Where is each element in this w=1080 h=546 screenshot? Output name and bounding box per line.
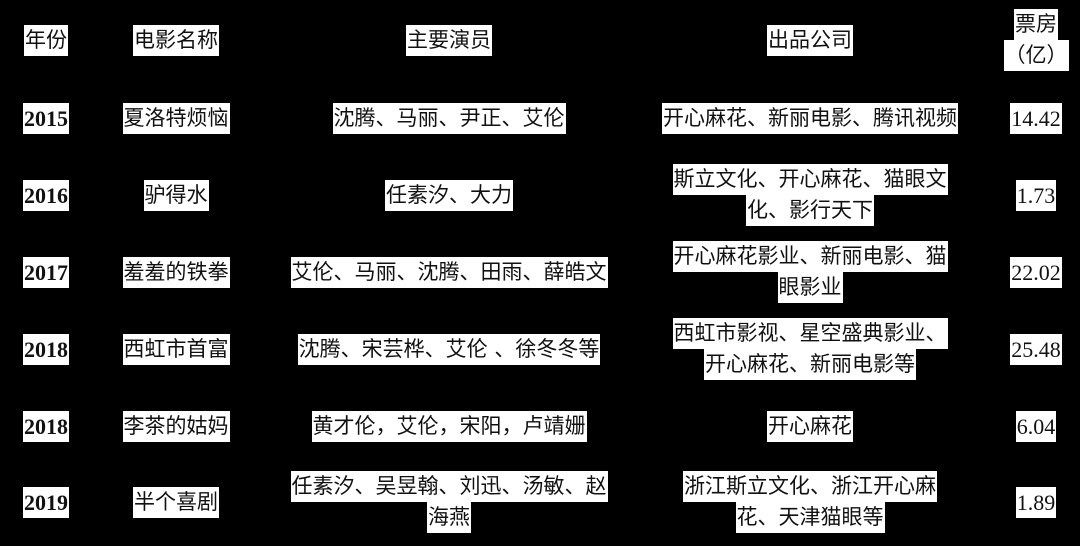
title-cell: 驴得水 (100, 164, 252, 226)
company: 开心麻花影业、新丽电影、猫 眼影业 (672, 241, 948, 303)
company-line: 眼影业 (777, 272, 843, 303)
year: 2018 (23, 333, 69, 365)
year: 2018 (23, 410, 69, 442)
header-row: 年份 电影名称 主要演员 出品公司 票房 （亿） (0, 4, 1080, 76)
actors-line: 任素汐、大力 (385, 179, 513, 211)
header-box-office-line2: （亿） (1003, 40, 1069, 71)
actors: 沈腾、马丽、尹正、艾伦 (332, 102, 566, 134)
company-line: 开心麻花 (767, 410, 853, 442)
header-box-office-cell: 票房 （亿） (992, 4, 1080, 76)
company-cell: 斯立文化、开心麻花、猫眼文 化、影行天下 (630, 164, 990, 226)
title-cell: 夏洛特烦恼 (100, 92, 252, 144)
company-line: 开心麻花影业、新丽电影、猫 (672, 241, 948, 272)
header-box-office-line1: 票房 (1014, 9, 1058, 40)
header-year-cell: 年份 (0, 4, 92, 76)
box-office-cell: 1.89 (992, 471, 1080, 533)
year: 2017 (23, 256, 69, 288)
company: 西虹市影视、星空盛典影业、 开心麻花、新丽电影等 (672, 318, 948, 380)
year-cell: 2016 (0, 164, 92, 226)
box-office: 6.04 (1015, 410, 1057, 442)
actors-cell: 任素汐、吴昱翰、刘迅、汤敏、赵 海燕 (262, 471, 636, 533)
year-cell: 2017 (0, 241, 92, 303)
actors: 任素汐、大力 (385, 179, 513, 211)
actors-cell: 艾伦、马丽、沈腾、田雨、薛皓文 (262, 241, 636, 303)
year-cell: 2018 (0, 400, 92, 452)
table-row: 2018 西虹市首富 沈腾、宋芸桦、艾伦 、徐冬冬等 西虹市影视、星空盛典影业、… (0, 318, 1080, 380)
company: 斯立文化、开心麻花、猫眼文 化、影行天下 (672, 164, 948, 226)
table-row: 2017 羞羞的铁拳 艾伦、马丽、沈腾、田雨、薛皓文 开心麻花影业、新丽电影、猫… (0, 241, 1080, 303)
film-title: 西虹市首富 (122, 333, 230, 365)
company-cell: 浙江斯立文化、浙江开心麻 花、天津猫眼等 (630, 471, 990, 533)
year-cell: 2019 (0, 471, 92, 533)
company-line: 化、影行天下 (746, 195, 874, 226)
company-cell: 开心麻花 (630, 400, 990, 452)
actors: 艾伦、马丽、沈腾、田雨、薛皓文 (290, 256, 608, 288)
header-title-cell: 电影名称 (100, 4, 252, 76)
header-actors: 主要演员 (406, 24, 492, 56)
box-office: 25.48 (1010, 333, 1062, 365)
actors-line: 任素汐、吴昱翰、刘迅、汤敏、赵 (290, 471, 608, 502)
company: 开心麻花、新丽电影、腾讯视频 (662, 102, 958, 134)
year: 2015 (23, 102, 69, 134)
table-row: 2015 夏洛特烦恼 沈腾、马丽、尹正、艾伦 开心麻花、新丽电影、腾讯视频 14… (0, 92, 1080, 144)
company-line: 浙江斯立文化、浙江开心麻 (683, 471, 937, 502)
actors-line: 海燕 (427, 502, 471, 533)
year-cell: 2018 (0, 318, 92, 380)
actors: 任素汐、吴昱翰、刘迅、汤敏、赵 海燕 (290, 471, 608, 533)
company-line: 开心麻花、新丽电影、腾讯视频 (662, 102, 958, 134)
actors-cell: 沈腾、宋芸桦、艾伦 、徐冬冬等 (262, 318, 636, 380)
actors-cell: 任素汐、大力 (262, 164, 636, 226)
box-office-cell: 14.42 (992, 92, 1080, 144)
company: 开心麻花 (767, 410, 853, 442)
header-title: 电影名称 (133, 24, 219, 56)
actors: 黄才伦，艾伦，宋阳，卢靖姗 (311, 410, 587, 442)
header-year: 年份 (24, 24, 68, 56)
header-box-office: 票房 （亿） (1003, 9, 1069, 71)
box-office-cell: 22.02 (992, 241, 1080, 303)
actors-cell: 沈腾、马丽、尹正、艾伦 (262, 92, 636, 144)
year: 2016 (23, 179, 69, 211)
actors-line: 沈腾、马丽、尹正、艾伦 (332, 102, 566, 134)
film-title: 李茶的姑妈 (122, 410, 230, 442)
year: 2019 (23, 486, 69, 518)
actors-line: 黄才伦，艾伦，宋阳，卢靖姗 (311, 410, 587, 442)
company-cell: 开心麻花影业、新丽电影、猫 眼影业 (630, 241, 990, 303)
title-cell: 西虹市首富 (100, 318, 252, 380)
film-title: 夏洛特烦恼 (122, 102, 230, 134)
company-cell: 开心麻花、新丽电影、腾讯视频 (630, 92, 990, 144)
box-office: 1.89 (1015, 486, 1057, 518)
box-office: 1.73 (1015, 179, 1057, 211)
title-cell: 羞羞的铁拳 (100, 241, 252, 303)
box-office-cell: 25.48 (992, 318, 1080, 380)
box-office: 14.42 (1010, 102, 1062, 134)
film-title: 羞羞的铁拳 (122, 256, 230, 288)
company-line: 开心麻花、新丽电影等 (704, 349, 916, 380)
title-cell: 半个喜剧 (100, 471, 252, 533)
actors: 沈腾、宋芸桦、艾伦 、徐冬冬等 (297, 333, 601, 365)
company: 浙江斯立文化、浙江开心麻 花、天津猫眼等 (683, 471, 937, 533)
header-company-cell: 出品公司 (630, 4, 990, 76)
film-title: 驴得水 (143, 179, 209, 211)
box-office-cell: 1.73 (992, 164, 1080, 226)
company-line: 花、天津猫眼等 (735, 502, 885, 533)
title-cell: 李茶的姑妈 (100, 400, 252, 452)
actors-line: 艾伦、马丽、沈腾、田雨、薛皓文 (290, 256, 608, 288)
company-line: 西虹市影视、星空盛典影业、 (672, 318, 948, 349)
film-title: 半个喜剧 (133, 486, 219, 518)
header-actors-cell: 主要演员 (262, 4, 636, 76)
box-office-cell: 6.04 (992, 400, 1080, 452)
company-cell: 西虹市影视、星空盛典影业、 开心麻花、新丽电影等 (630, 318, 990, 380)
box-office: 22.02 (1010, 256, 1062, 288)
actors-line: 沈腾、宋芸桦、艾伦 、徐冬冬等 (297, 333, 601, 365)
table-row: 2018 李茶的姑妈 黄才伦，艾伦，宋阳，卢靖姗 开心麻花 6.04 (0, 400, 1080, 452)
actors-cell: 黄才伦，艾伦，宋阳，卢靖姗 (262, 400, 636, 452)
company-line: 斯立文化、开心麻花、猫眼文 (672, 164, 948, 195)
header-company: 出品公司 (767, 24, 853, 56)
table-row: 2016 驴得水 任素汐、大力 斯立文化、开心麻花、猫眼文 化、影行天下 1.7… (0, 164, 1080, 226)
year-cell: 2015 (0, 92, 92, 144)
table-row: 2019 半个喜剧 任素汐、吴昱翰、刘迅、汤敏、赵 海燕 浙江斯立文化、浙江开心… (0, 471, 1080, 533)
